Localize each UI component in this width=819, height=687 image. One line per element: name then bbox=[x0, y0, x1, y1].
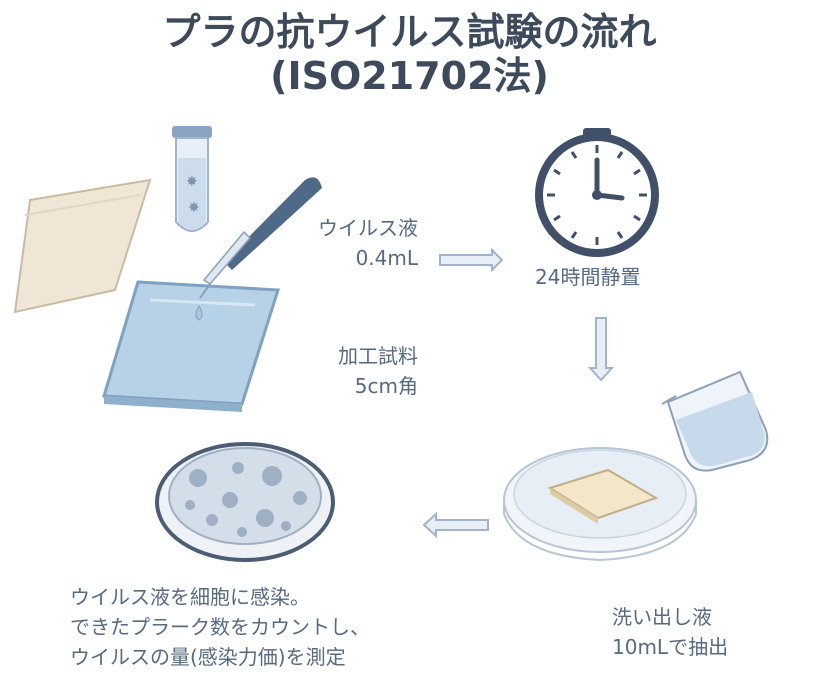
wash-label: 洗い出し液 bbox=[612, 605, 712, 629]
infect-line-2: できたプラーク数をカウントし、 bbox=[70, 615, 370, 639]
sample-label: 加工試料 bbox=[338, 344, 418, 368]
rest-label: 24時間静置 bbox=[535, 265, 641, 289]
svg-text:✸: ✸ bbox=[186, 174, 198, 190]
test-tube-icon: ✸ ✸ bbox=[172, 126, 212, 232]
svg-text:✸: ✸ bbox=[188, 200, 200, 216]
wash-volume: 10mLで抽出 bbox=[612, 635, 729, 659]
arrow-left-icon bbox=[422, 511, 489, 539]
pipette-icon bbox=[195, 177, 322, 321]
infect-line-1: ウイルス液を細胞に感染。 bbox=[70, 585, 310, 609]
infect-line-3: ウイルスの量(感染力価)を測定 bbox=[70, 645, 346, 669]
glass-plate-icon bbox=[102, 280, 281, 412]
sample-size: 5cm角 bbox=[354, 374, 418, 398]
virus-liquid-volume: 0.4mL bbox=[355, 246, 418, 270]
arrow-down-icon bbox=[587, 317, 615, 382]
virus-liquid-label: ウイルス液 bbox=[318, 216, 418, 240]
diagram-subtitle: (ISO21702法) bbox=[270, 54, 549, 98]
diagram-title: プラの抗ウイルス試験の流れ bbox=[162, 10, 657, 54]
arrow-right-icon bbox=[439, 247, 504, 273]
petri-dish-with-sample-icon bbox=[503, 447, 697, 562]
beaker-icon bbox=[661, 370, 769, 472]
film-sheet-icon bbox=[13, 178, 152, 314]
